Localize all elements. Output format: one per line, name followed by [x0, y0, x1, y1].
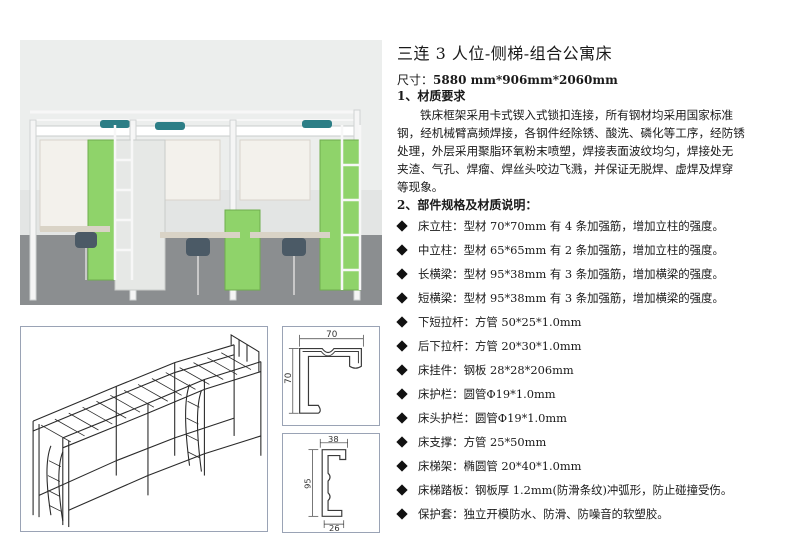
post-profile-drawing: 70 70 — [284, 330, 364, 414]
spec-item: 床支撑：方管 25*50mm — [397, 434, 546, 450]
spec-text: 长横梁：型材 95*38mm 有 3 条加强筋，增加横梁的强度。 — [418, 267, 724, 281]
spec-text: 中立柱：型材 65*65mm 有 2 条加强筋，增加立柱的强度。 — [418, 243, 724, 257]
spec-text: 床梯踏板：钢板厚 1.2mm(防滑条纹)冲弧形，防止碰撞受伤。 — [418, 483, 733, 497]
profile95-top-label: 38 — [328, 434, 339, 444]
section-material-title: 1、材质要求 — [397, 89, 466, 103]
diamond-bullet-icon — [397, 341, 408, 352]
frame-line-drawing — [20, 326, 268, 532]
spec-text: 床护栏：圆管Φ19*1.0mm — [418, 387, 556, 401]
spec-text: 床支撑：方管 25*50mm — [418, 435, 547, 449]
spec-item: 床梯架：椭圆管 20*40*1.0mm — [397, 458, 581, 474]
bed-frame-wireframe — [32, 333, 262, 528]
post-profile-70: 70 70 — [282, 326, 380, 426]
product-photo — [20, 40, 382, 305]
spec-text: 下短拉杆：方管 50*25*1.0mm — [418, 315, 582, 329]
spec-item: 床立柱：型材 70*70mm 有 4 条加强筋，增加立柱的强度。 — [397, 218, 724, 234]
spec-item: 下短拉杆：方管 50*25*1.0mm — [397, 314, 581, 330]
profile70-height-label: 70 — [284, 372, 294, 384]
material-line: 夹渣、气孔、焊瘤、焊丝头咬边飞溅，并保证无脱焊、虚焊及焊穿 — [397, 162, 734, 176]
beam-profile-drawing: 38 95 26 — [302, 434, 348, 532]
section-specs-title: 2、部件规格及材质说明： — [397, 198, 538, 212]
beam-profile-95: 38 95 26 — [282, 433, 380, 533]
spec-item: 中立柱：型材 65*65mm 有 2 条加强筋，增加立柱的强度。 — [397, 242, 724, 258]
diamond-bullet-icon — [397, 293, 408, 304]
size-label: 尺寸： — [397, 73, 434, 87]
diamond-bullet-icon — [397, 221, 408, 232]
spec-text: 短横梁：型材 95*38mm 有 3 条加强筋，增加横梁的强度。 — [418, 291, 724, 305]
spec-text: 床挂件：钢板 28*28*206mm — [418, 363, 574, 377]
material-line: 钢，经机械臂高频焊接，各钢件经除锈、酸洗、磷化等工序，经防锈 — [397, 126, 745, 140]
profile95-height-label: 95 — [302, 478, 312, 489]
material-line: 处理，外层采用聚脂环氧粉末喷塑，焊接表面波纹均匀，焊接处无 — [397, 144, 734, 158]
spec-text: 床梯架：椭圆管 20*40*1.0mm — [418, 459, 582, 473]
spec-item: 保护套：独立开模防水、防滑、防噪音的软塑胶。 — [397, 506, 669, 522]
diamond-bullet-icon — [397, 245, 408, 256]
size-line: 尺寸：5880 mm*906mm*2060mm — [397, 71, 618, 88]
diamond-bullet-icon — [397, 365, 408, 376]
diamond-bullet-icon — [397, 317, 408, 328]
spec-text: 保护套：独立开模防水、防滑、防噪音的软塑胶。 — [418, 507, 669, 521]
spec-text: 床立柱：型材 70*70mm 有 4 条加强筋，增加立柱的强度。 — [418, 219, 724, 233]
diamond-bullet-icon — [397, 485, 408, 496]
material-paragraph: 铁床框架采用卡式锲入式锁扣连接，所有钢材均采用国家标准 钢，经机械臂高频焊接，各… — [397, 106, 773, 196]
spec-item: 后下拉杆：方管 20*30*1.0mm — [397, 338, 581, 354]
diamond-bullet-icon — [397, 269, 408, 280]
spec-item: 床护栏：圆管Φ19*1.0mm — [397, 386, 556, 402]
spec-item: 床梯踏板：钢板厚 1.2mm(防滑条纹)冲弧形，防止碰撞受伤。 — [397, 482, 732, 498]
spec-item: 床挂件：钢板 28*28*206mm — [397, 362, 574, 378]
bed-photo-illustration — [20, 40, 382, 305]
spec-item: 长横梁：型材 95*38mm 有 3 条加强筋，增加横梁的强度。 — [397, 266, 724, 282]
spec-item: 床头护栏：圆管Φ19*1.0mm — [397, 410, 567, 426]
diamond-bullet-icon — [397, 413, 408, 424]
size-value: 5880 mm*906mm*2060mm — [433, 73, 618, 87]
profile95-bottom-label: 26 — [329, 523, 340, 532]
profile70-width-label: 70 — [326, 330, 338, 340]
spec-text: 后下拉杆：方管 20*30*1.0mm — [418, 339, 582, 353]
diamond-bullet-icon — [397, 509, 408, 520]
material-line: 等现象。 — [397, 180, 444, 194]
diamond-bullet-icon — [397, 389, 408, 400]
spec-text: 床头护栏：圆管Φ19*1.0mm — [418, 411, 567, 425]
spec-item: 短横梁：型材 95*38mm 有 3 条加强筋，增加横梁的强度。 — [397, 290, 724, 306]
material-line: 铁床框架采用卡式锲入式锁扣连接，所有钢材均采用国家标准 — [420, 108, 734, 122]
product-title: 三连 3 人位-侧梯-组合公寓床 — [397, 44, 613, 63]
diamond-bullet-icon — [397, 437, 408, 448]
diamond-bullet-icon — [397, 461, 408, 472]
